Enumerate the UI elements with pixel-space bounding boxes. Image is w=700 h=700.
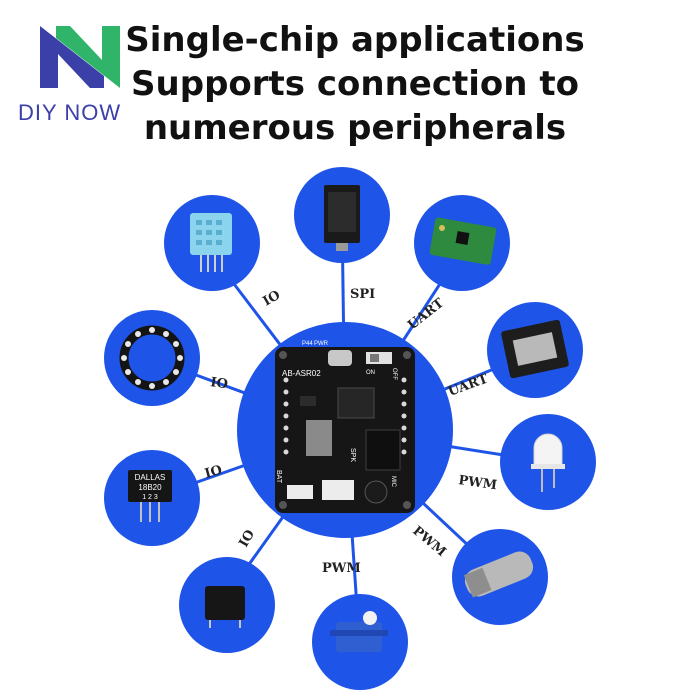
headline: Single-chip applications Supports connec… xyxy=(120,18,590,150)
ds18b20-text: 18B20 xyxy=(138,483,162,492)
ds18b20-text: DALLAS xyxy=(135,473,166,482)
relay-icon xyxy=(205,586,245,628)
interface-label: IO xyxy=(209,375,228,392)
board-pin-label: SPK xyxy=(349,448,356,462)
asr02-board-icon: P44 PWR AB-ASR02 OFF ON BAT SPK MIC xyxy=(275,341,415,513)
dht-sensor-icon xyxy=(190,213,232,272)
board-pin-label: OFF xyxy=(391,368,397,380)
headline-line-1: Single-chip applications xyxy=(125,20,585,60)
rf-module-icon xyxy=(429,217,497,265)
interface-label: IO xyxy=(236,527,258,550)
interface-label: IO xyxy=(203,463,224,482)
led-ring-icon xyxy=(119,325,185,391)
interface-label: UART xyxy=(446,371,490,399)
led-icon xyxy=(531,433,565,492)
board-pin-label: MIC xyxy=(390,476,396,488)
interface-label: SPI xyxy=(350,287,375,302)
board-pin-label: ON xyxy=(366,370,375,376)
interface-label: PWM xyxy=(409,524,448,560)
headline-line-2: Supports connection to xyxy=(131,64,579,104)
board-model: AB-ASR02 xyxy=(282,369,321,378)
ds18b20-text: 1 2 3 xyxy=(142,494,158,501)
diy-now-logo-icon xyxy=(40,26,120,88)
board-pin-label: BAT xyxy=(275,470,282,484)
board-pin-label: PWR xyxy=(314,341,329,347)
interface-label: IO xyxy=(261,288,284,310)
interface-label: UART xyxy=(405,296,447,333)
interface-label: PWM xyxy=(322,561,361,576)
tft-display-icon xyxy=(324,185,360,251)
dc-motor-icon xyxy=(463,551,534,598)
headline-line-3: numerous peripherals xyxy=(143,108,567,148)
brand-name: DIY NOW xyxy=(18,100,122,125)
interface-label: PWM xyxy=(457,473,497,493)
board-pin-label: P44 xyxy=(302,341,313,347)
ds18b20-icon: DALLAS 18B20 1 2 3 xyxy=(128,470,172,522)
servo-icon xyxy=(330,611,388,652)
esp-module-icon xyxy=(501,319,569,379)
